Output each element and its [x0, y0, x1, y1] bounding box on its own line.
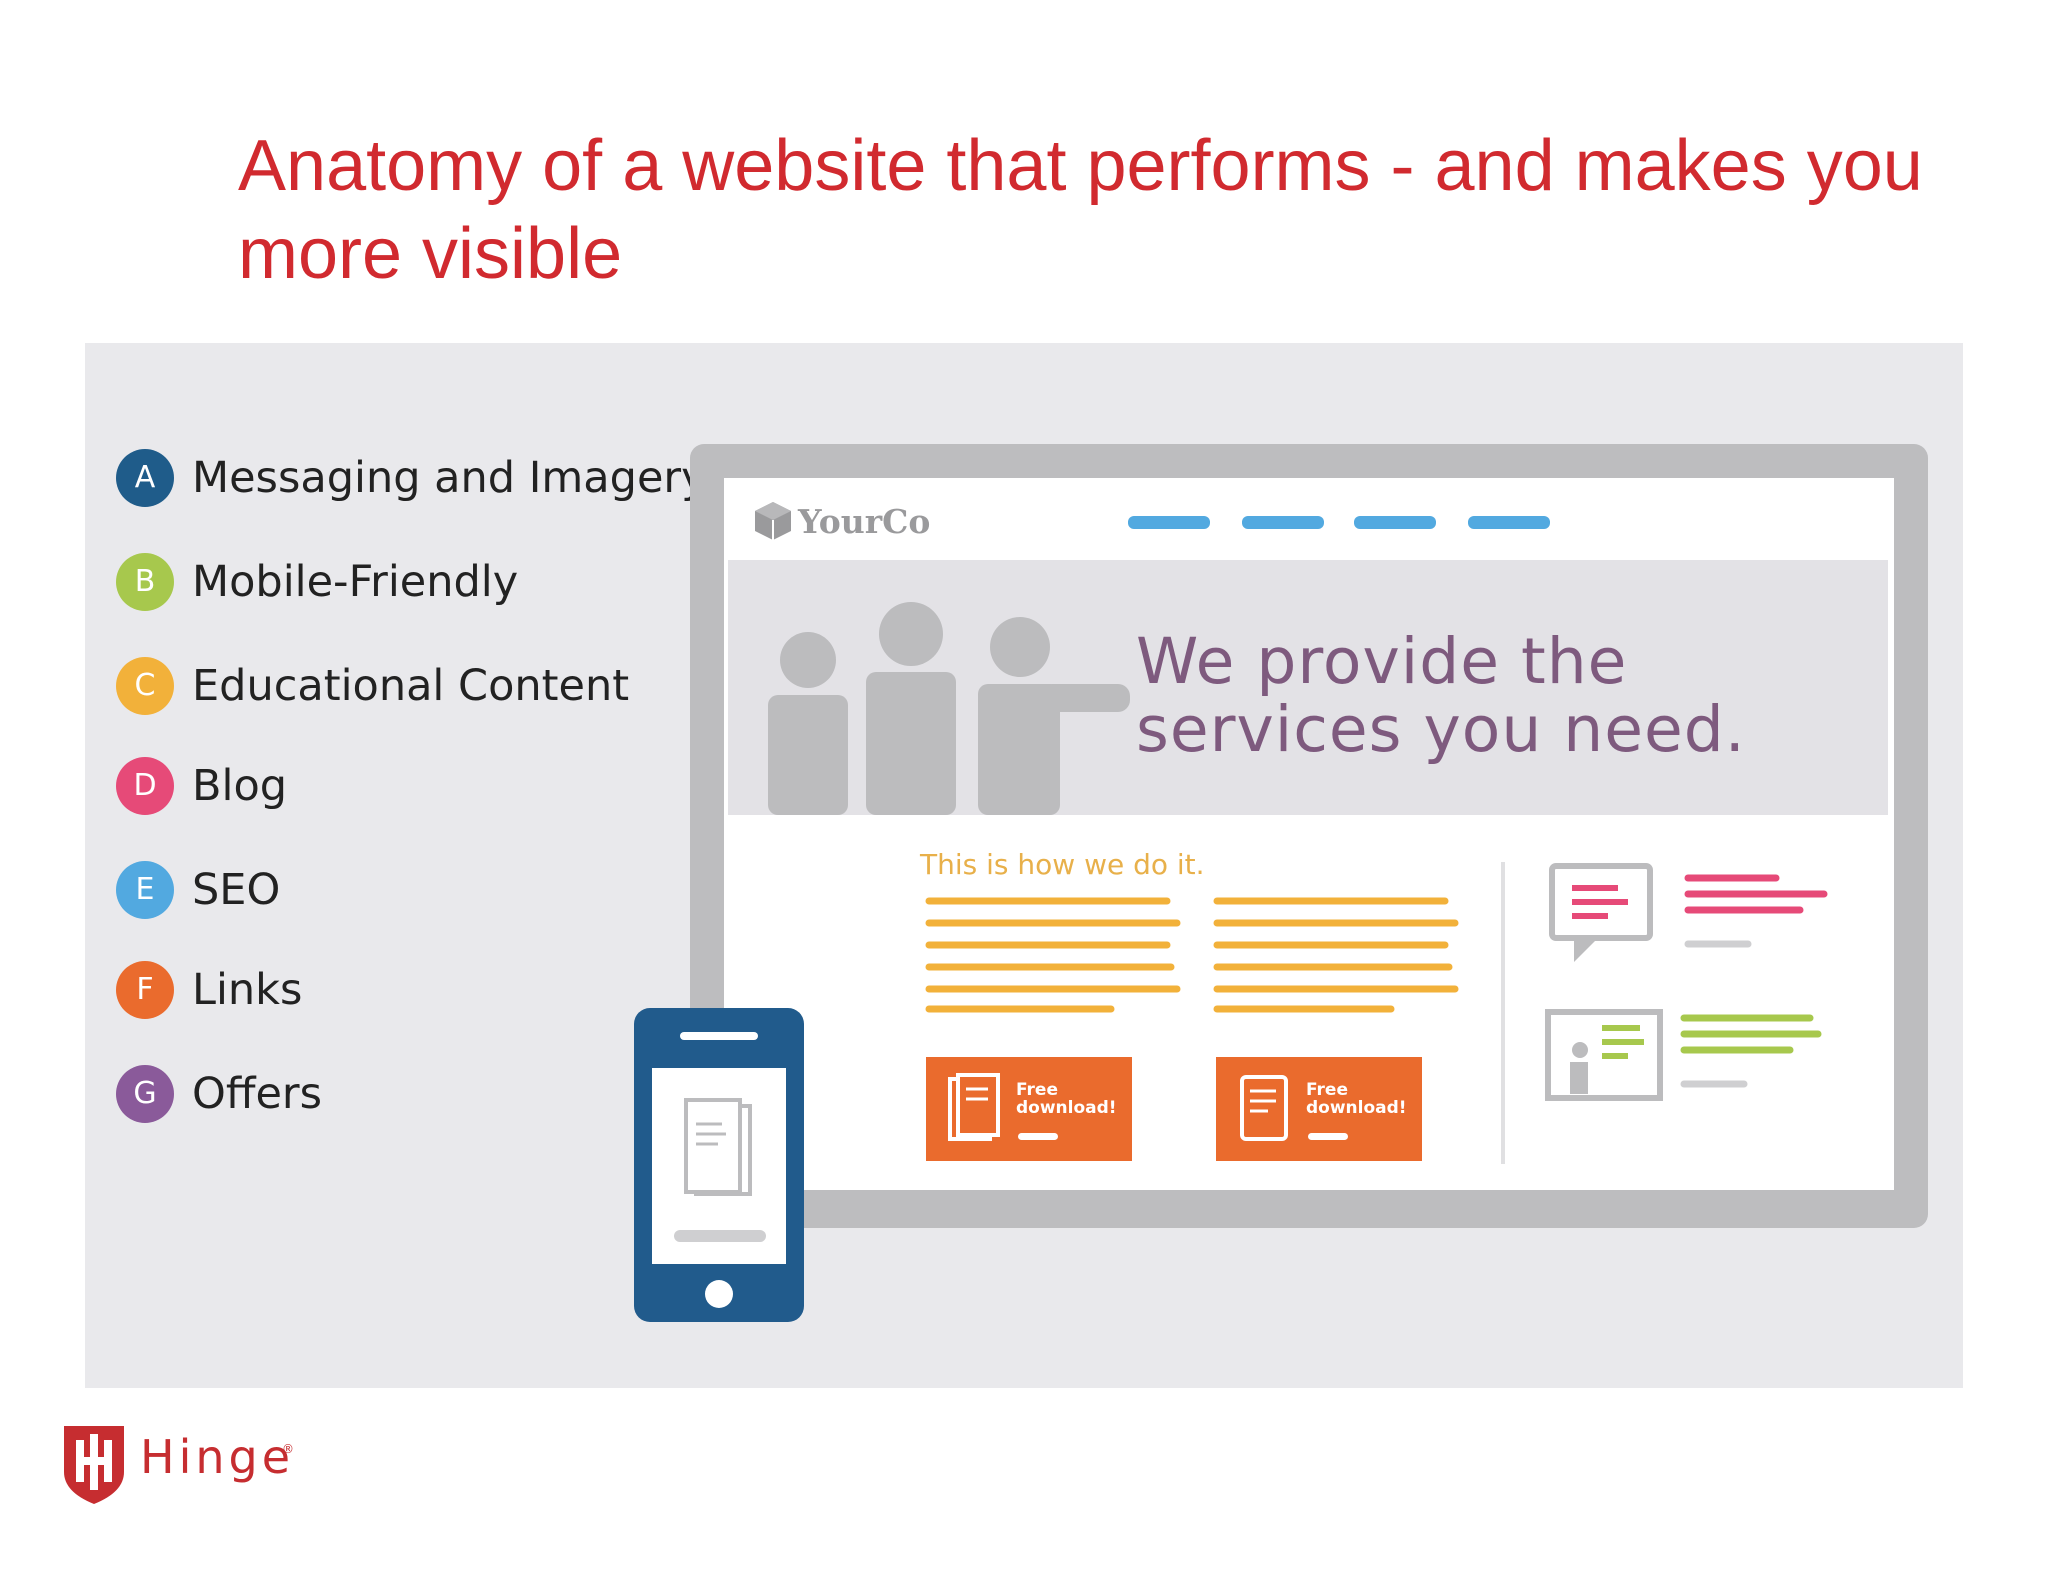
legend-badge: D [116, 757, 174, 815]
free-download-button-2[interactable]: Free download! [1216, 1057, 1422, 1161]
page-title: Anatomy of a website that performs - and… [238, 126, 1923, 294]
seo-text-lines [1680, 1014, 1822, 1088]
legend-label: Educational Content [192, 661, 630, 711]
legend-badge: E [116, 861, 174, 919]
download-label: Free download! [1016, 1080, 1117, 1118]
registered-mark-icon: ® [282, 1442, 294, 1456]
blog-text-lines [1684, 874, 1828, 948]
legend-item-b: B Mobile-Friendly [116, 550, 518, 614]
content-subheading: This is how we do it. [920, 848, 1205, 881]
cube-logo-icon [755, 502, 791, 540]
hinge-shield-icon [64, 1426, 124, 1504]
legend-label: SEO [192, 865, 281, 915]
chat-bubble-icon [1549, 863, 1653, 962]
ebook-icon [684, 1098, 752, 1196]
legend-item-e: E SEO [116, 858, 280, 922]
mockup-logo: YourCo [798, 502, 931, 541]
document-icon [1240, 1075, 1288, 1141]
legend-label: Links [192, 965, 303, 1015]
book-icon [948, 1073, 1000, 1141]
content-text-lines [925, 897, 1459, 1013]
legend-label: Blog [192, 761, 288, 811]
legend-label: Messaging and Imagery [192, 453, 707, 503]
legend-badge: A [116, 449, 174, 507]
legend-badge: G [116, 1065, 174, 1123]
legend-item-a: A Messaging and Imagery [116, 446, 707, 510]
people-illustration-icon [768, 602, 1130, 815]
legend-badge: B [116, 553, 174, 611]
legend-badge: F [116, 961, 174, 1019]
brand-name: Hinge [140, 1430, 295, 1484]
content-divider [1501, 862, 1505, 1164]
legend-item-f: F Links [116, 958, 302, 1022]
legend-item-c: C Educational Content [116, 654, 629, 718]
mobile-phone [634, 1008, 804, 1322]
presentation-icon [1545, 1009, 1663, 1101]
free-download-button-1[interactable]: Free download! [926, 1057, 1132, 1161]
hero-headline: We provide the services you need. [1136, 625, 1746, 766]
download-label: Free download! [1306, 1080, 1407, 1118]
legend-item-d: D Blog [116, 754, 287, 818]
legend-label: Offers [192, 1069, 323, 1119]
mockup-nav [1128, 516, 1550, 529]
legend-badge: C [116, 657, 174, 715]
legend-label: Mobile-Friendly [192, 557, 519, 607]
legend-item-g: G Offers [116, 1062, 322, 1126]
